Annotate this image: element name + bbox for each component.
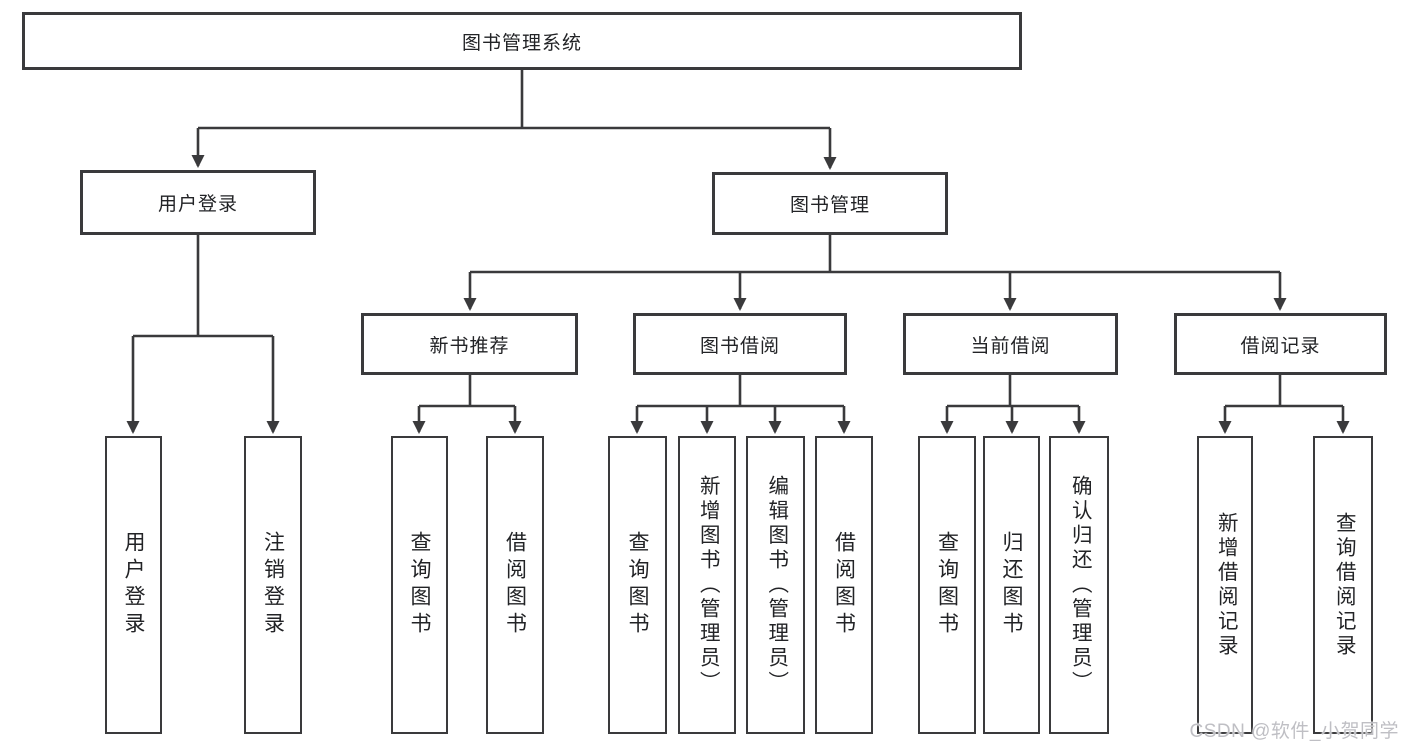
- leaf-add-books-admin: 新增图书（管理员）: [678, 436, 736, 734]
- leaf-confirm-return-admin: 确认归还（管理员）: [1049, 436, 1109, 734]
- leaf-borrow-books-label: 借阅图书: [832, 531, 856, 639]
- leaf-query-books-borrow-label: 查询图书: [626, 531, 649, 639]
- leaf-borrow-books: 借阅图书: [815, 436, 873, 734]
- leaf-query-borrow-record: 查询借阅记录: [1313, 436, 1373, 734]
- leaf-add-books-admin-label: 新增图书（管理员）: [696, 474, 720, 696]
- node-book-management-label: 图书管理: [789, 195, 870, 216]
- leaf-query-books-borrow: 查询图书: [608, 436, 667, 734]
- node-borrow-records: 借阅记录: [1174, 313, 1387, 375]
- leaf-query-books-recommend: 查询图书: [391, 436, 448, 734]
- leaf-add-borrow-record-label: 新增借阅记录: [1214, 511, 1238, 659]
- leaf-edit-books-admin: 编辑图书（管理员）: [746, 436, 805, 734]
- leaf-borrow-books-recommend-label: 借阅图书: [503, 531, 527, 639]
- node-new-book-recommend: 新书推荐: [361, 313, 578, 375]
- node-current-borrow-label: 当前借阅: [970, 335, 1051, 357]
- node-root-label: 图书管理系统: [461, 32, 582, 54]
- node-book-borrow-label: 图书借阅: [699, 335, 780, 357]
- leaf-add-borrow-record: 新增借阅记录: [1197, 436, 1253, 734]
- node-book-management: 图书管理: [712, 172, 948, 235]
- leaf-edit-books-admin-label: 编辑图书（管理员）: [764, 474, 788, 696]
- node-borrow-records-label: 借阅记录: [1240, 335, 1321, 357]
- leaf-query-books-current-label: 查询图书: [935, 531, 959, 639]
- leaf-return-books-label: 归还图书: [1000, 531, 1023, 639]
- leaf-confirm-return-admin-label: 确认归还（管理员）: [1068, 474, 1092, 696]
- node-new-book-recommend-label: 新书推荐: [429, 335, 510, 357]
- leaf-query-books-current: 查询图书: [918, 436, 976, 734]
- leaf-user-login-label: 用户登录: [122, 531, 145, 639]
- csdn-watermark: CSDN @软件_小贺同学: [1189, 721, 1399, 742]
- node-current-borrow: 当前借阅: [903, 313, 1118, 375]
- node-user-login: 用户登录: [80, 170, 316, 235]
- leaf-logout-login-label: 注销登录: [261, 531, 285, 639]
- node-user-login-label: 用户登录: [157, 194, 238, 215]
- leaf-query-borrow-record-label: 查询借阅记录: [1332, 511, 1356, 659]
- leaf-borrow-books-recommend: 借阅图书: [486, 436, 544, 734]
- leaf-return-books: 归还图书: [983, 436, 1040, 734]
- node-book-borrow: 图书借阅: [633, 313, 847, 375]
- leaf-query-books-recommend-label: 查询图书: [408, 531, 431, 639]
- leaf-logout-login: 注销登录: [244, 436, 302, 734]
- leaf-user-login: 用户登录: [105, 436, 162, 734]
- node-root-system: 图书管理系统: [22, 12, 1022, 70]
